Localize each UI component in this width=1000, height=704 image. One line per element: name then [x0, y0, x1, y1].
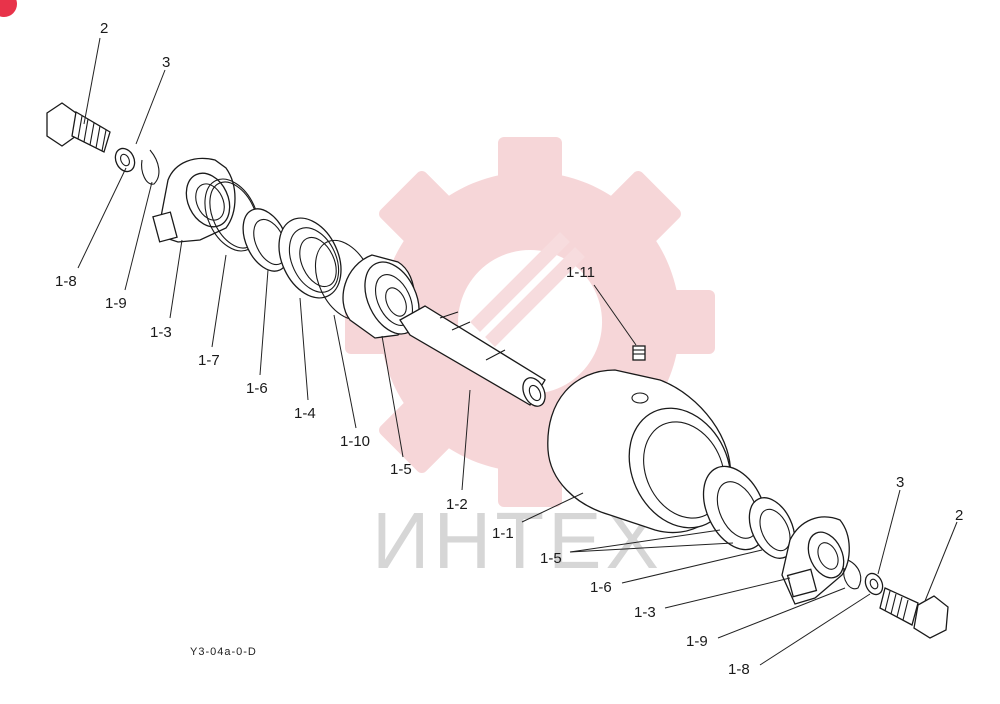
label-1-2: 1-2: [446, 496, 468, 513]
label-3-right: 3: [896, 474, 904, 491]
leader-lines: [77, 37, 958, 666]
right-washer: [864, 572, 884, 596]
right-bolt: [879, 587, 949, 639]
label-1-6-left: 1-6: [246, 380, 268, 397]
floating-seal-1-4: [278, 217, 342, 299]
label-1-11: 1-11: [566, 264, 595, 281]
plug-1-11: [632, 345, 646, 361]
left-housing: [152, 157, 236, 243]
seal-right: [748, 497, 796, 559]
label-1-8-left: 1-8: [55, 273, 77, 290]
right-washer-hole: [869, 578, 879, 590]
shaft: [399, 305, 546, 407]
drawing-code: Y3-04a-0-D: [190, 646, 257, 658]
label-1-3-left: 1-3: [150, 324, 172, 341]
label-1-9-left: 1-9: [105, 295, 127, 312]
part-labels: 2 3 1-8 1-9 1-3 1-7 1-6 1-4 1-10 1-5 1-2…: [55, 20, 963, 678]
corner-badge: [0, 0, 17, 17]
right-snap-ring: [843, 559, 862, 590]
label-2-left: 2: [100, 20, 108, 37]
label-1-5-left: 1-5: [390, 461, 412, 478]
label-1-3-right: 1-3: [634, 604, 656, 621]
left-bolt: [46, 102, 111, 153]
left-snap-ring: [141, 149, 160, 185]
label-1-4: 1-4: [294, 405, 316, 422]
label-1-8-right: 1-8: [728, 661, 750, 678]
label-1-7: 1-7: [198, 352, 220, 369]
label-1-10: 1-10: [340, 433, 370, 450]
label-1-9-right: 1-9: [686, 633, 708, 650]
label-1-5-right: 1-5: [540, 550, 562, 567]
label-2-right: 2: [955, 507, 963, 524]
left-washer-hole: [120, 153, 130, 167]
label-1-6-right: 1-6: [590, 579, 612, 596]
label-1-1: 1-1: [492, 525, 514, 542]
label-3-left: 3: [162, 54, 170, 71]
bearing-left: [342, 254, 420, 339]
left-washer: [114, 147, 136, 173]
right-housing: [781, 516, 850, 605]
roller-body: [547, 369, 732, 534]
